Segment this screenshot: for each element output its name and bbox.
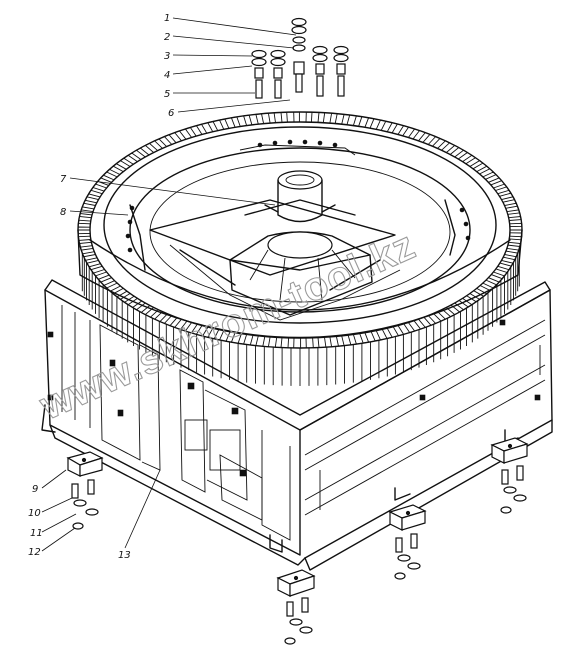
fastener-stack-1	[291, 17, 307, 93]
fastener-stack-4	[312, 45, 328, 97]
inner-ring-holes	[125, 139, 471, 253]
callout-12: 12	[28, 547, 41, 558]
fastener-stack-2	[251, 49, 267, 99]
base-housing	[41, 279, 553, 571]
callout-5: 5	[164, 89, 170, 100]
callout-7: 7	[60, 174, 67, 185]
callout-6: 6	[168, 108, 174, 119]
callout-13: 13	[118, 550, 131, 561]
ring-gear	[77, 111, 523, 386]
callout-1: 1	[164, 13, 170, 24]
gear-teeth	[77, 111, 523, 386]
fastener-stack-3	[270, 49, 286, 99]
clamp-block-right	[490, 437, 529, 514]
callout-labels: 1 2 3 4 5 6 7 8 9 10 11 12 13	[28, 13, 174, 561]
callout-11: 11	[30, 528, 43, 539]
callout-10: 10	[28, 508, 41, 519]
callout-3: 3	[164, 51, 170, 62]
center-hub	[229, 231, 373, 316]
leader-lines	[41, 17, 297, 552]
clamp-block-left	[66, 451, 104, 530]
clamp-block-front	[276, 569, 316, 645]
callout-2: 2	[164, 32, 170, 43]
callout-9: 9	[32, 484, 38, 495]
callout-8: 8	[60, 207, 66, 218]
center-column	[264, 170, 336, 223]
gear-teeth-path	[77, 111, 523, 349]
gear-face-teeth-path	[81, 248, 520, 386]
clamp-block-right-front	[388, 504, 427, 580]
watermark-text: www.skhrom-tool.kz	[33, 223, 422, 429]
fastener-stack-5	[333, 45, 349, 97]
top-fasteners	[251, 17, 349, 99]
callout-4: 4	[164, 70, 170, 81]
